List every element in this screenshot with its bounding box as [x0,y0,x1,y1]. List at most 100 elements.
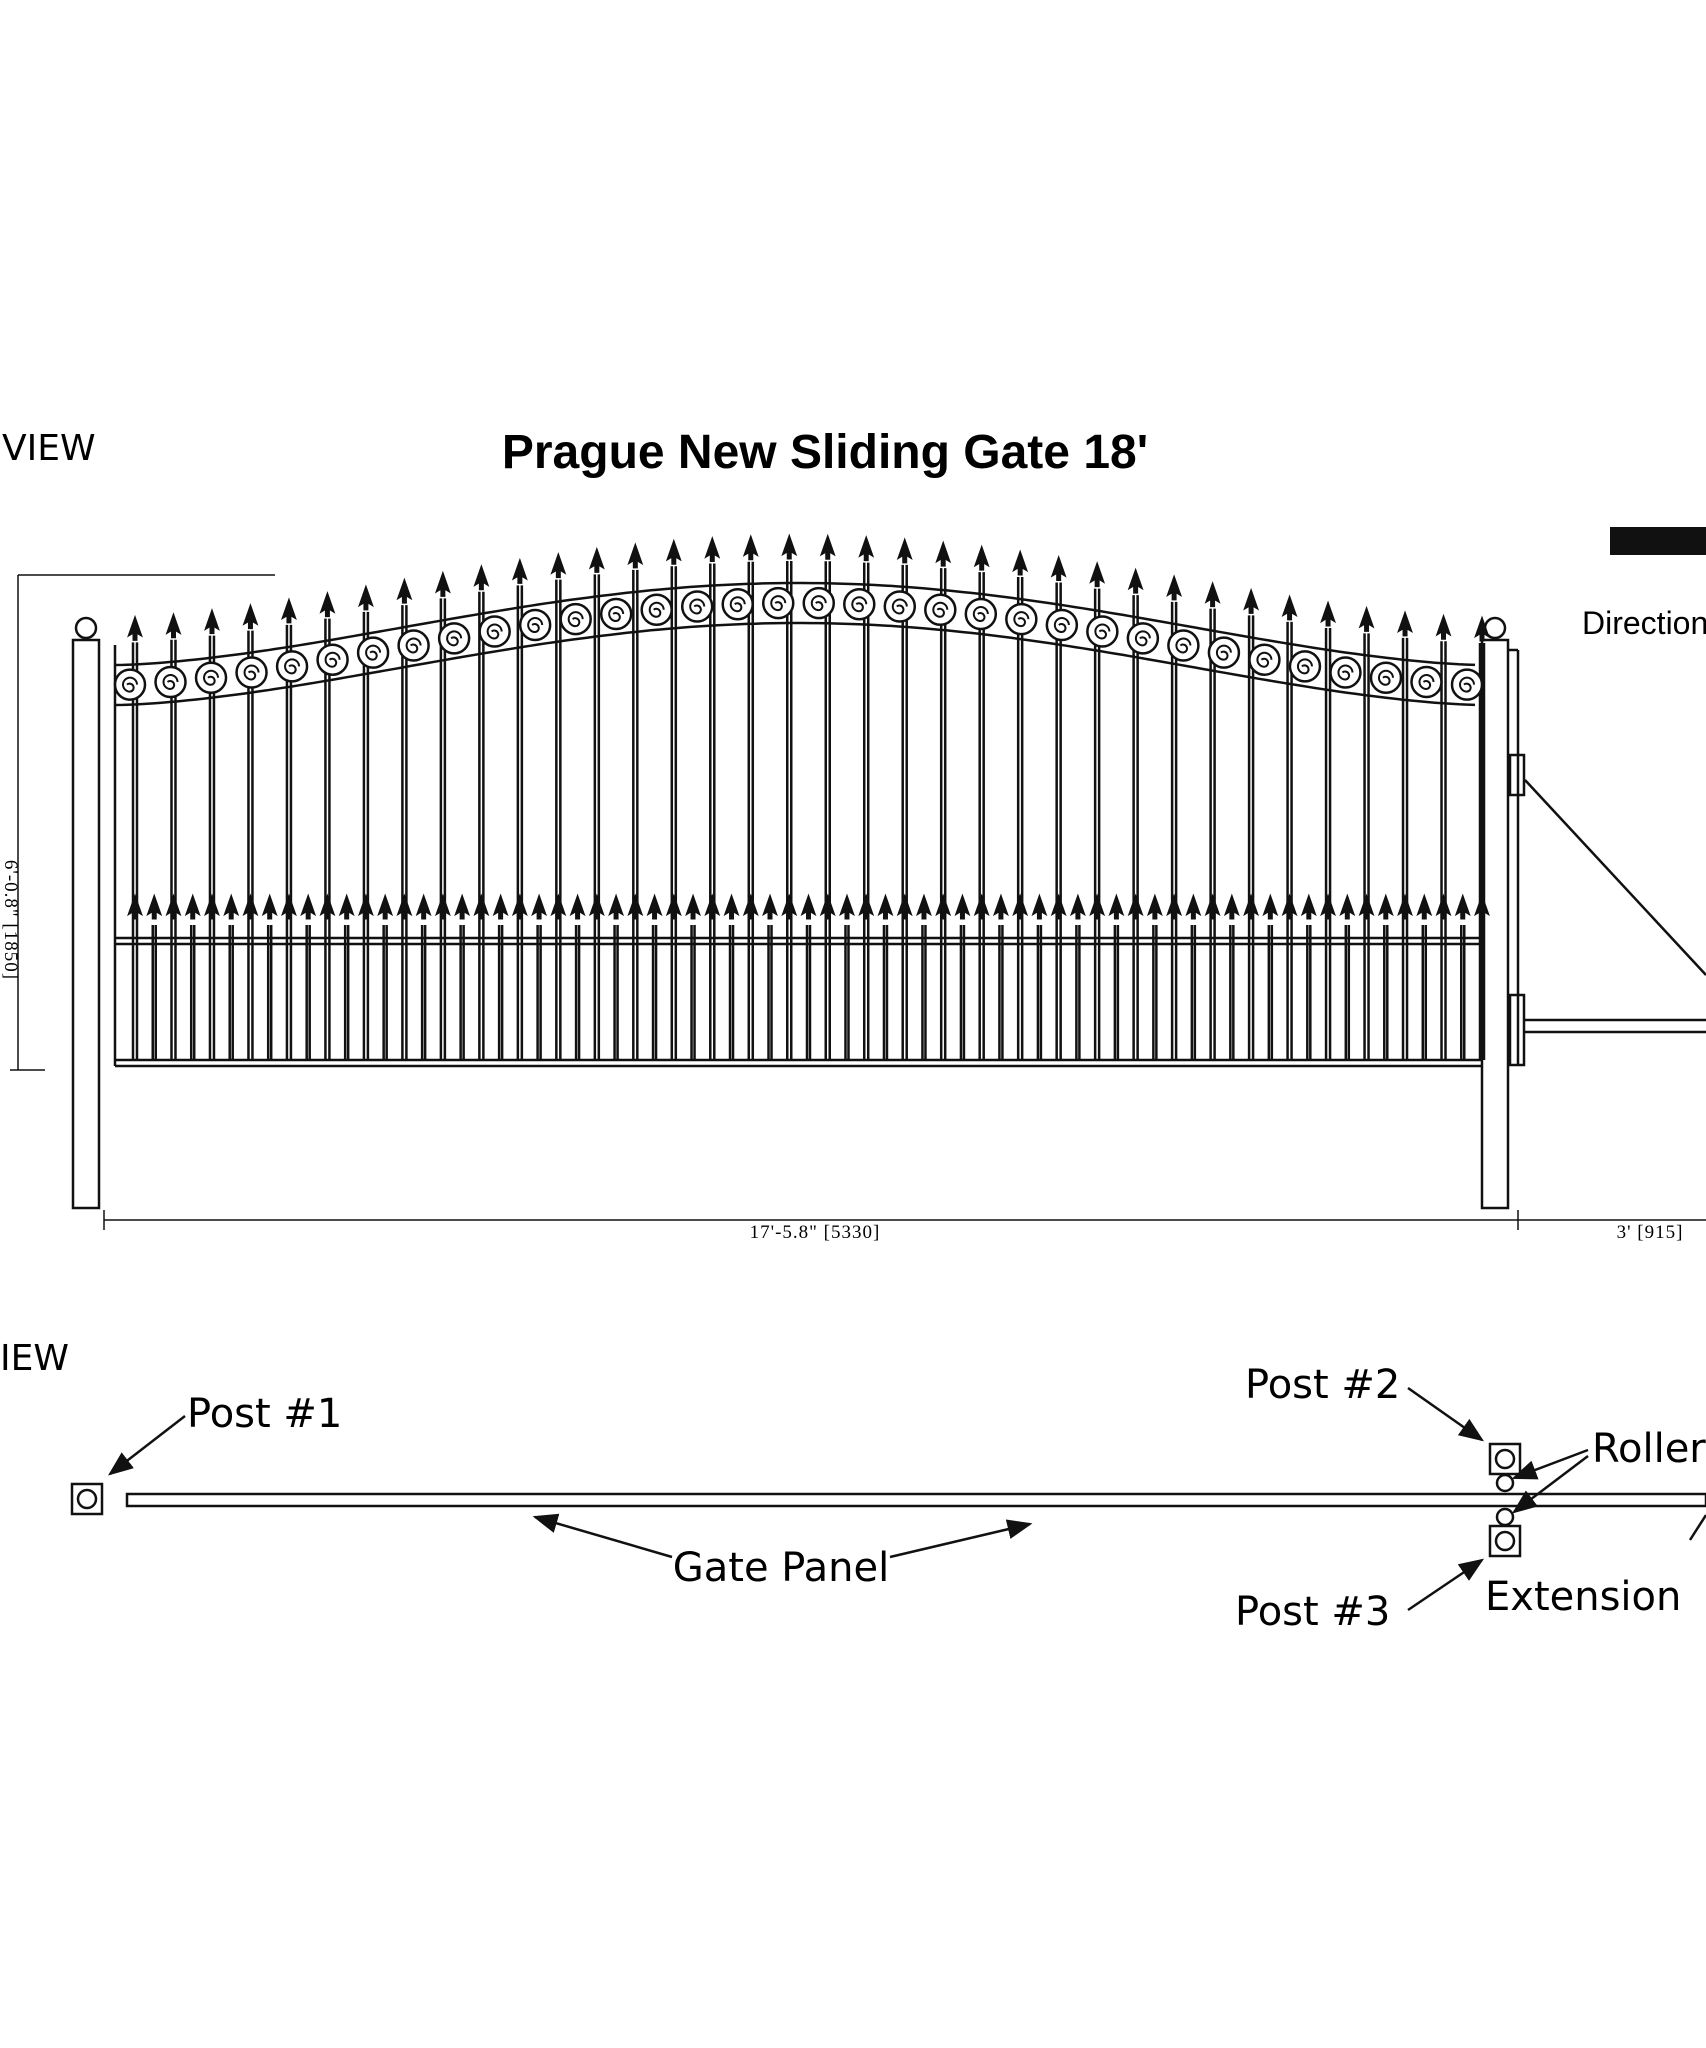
height-dimension [10,574,275,1071]
finial-icon [242,603,259,630]
direction-bar [1610,527,1706,555]
finial-icon [1050,555,1067,582]
finial-icon [1146,893,1163,920]
finial-icon [1204,581,1221,608]
finial-icon [608,893,624,920]
extension-dimension-label: 3' [915] [1617,1222,1684,1243]
plan-arrows [108,1386,1706,1612]
finial-icon [377,893,394,920]
finial-icon [819,533,836,560]
finial-icon [1416,893,1433,920]
finial-icon [1223,893,1240,920]
direction-label: Direction [1582,605,1706,641]
finial-icon [839,893,855,920]
left-post-cap [74,616,98,640]
finial-icon [357,584,374,611]
plan-view-label: IEW [0,1338,69,1379]
finial-icon [1243,893,1260,920]
finial-icon [165,612,182,639]
finial-icon [781,533,798,560]
finial-icon [896,537,913,564]
finial-icon [281,893,297,920]
finial-icon [627,893,644,920]
finial-icon [1397,893,1413,920]
finial-icon [1435,613,1452,640]
finial-icon [723,893,740,920]
finial-icon [819,893,836,920]
finial-icon [1127,567,1144,594]
finial-icon [1012,893,1029,920]
finial-icon [184,893,201,920]
finial-icon [569,893,586,920]
finial-icon [204,608,220,635]
front-view-label: VIEW [2,428,96,469]
finial-icon [588,893,605,920]
finial-icon [1281,893,1298,920]
finial-icon [1358,605,1375,632]
finial-icon [685,893,701,920]
finial-icon [1377,893,1394,920]
finial-icon [242,893,259,920]
finial-icon [781,893,798,920]
finial-icon [1012,549,1029,576]
finial-icon [1050,893,1067,920]
finial-icon [646,893,663,920]
finial-icon [665,893,682,920]
finial-icon [1262,893,1279,920]
extension-diagonal [1524,779,1706,976]
extension-label: Extension [1485,1574,1681,1620]
finial-icon [127,893,143,920]
right-post [1480,638,1510,1210]
rollers-label: Roller [1592,1426,1706,1472]
finial-icon [204,893,220,920]
finial-icon [473,564,490,591]
finial-icon [281,597,297,624]
finial-icon [858,893,875,920]
finial-icon [492,893,509,920]
finial-icon [704,536,721,563]
finial-icon [1358,893,1375,920]
finial-icon [935,540,952,567]
gate-panel-label: Gate Panel [673,1545,889,1591]
finial-icon [916,893,932,920]
finial-icon [473,893,490,920]
finial-icon [973,893,990,920]
finial-icon [127,614,143,641]
finial-icon [223,893,240,920]
finial-icon [627,542,644,569]
finial-icon [704,893,721,920]
finial-icon [357,893,374,920]
finial-icon [300,893,317,920]
roller-bottom [1495,1507,1515,1527]
roller-top [1495,1473,1515,1493]
finial-icon [1031,893,1048,920]
width-dimension [103,1210,1706,1230]
finial-icon [858,535,875,562]
finial-icon [954,893,971,920]
finial-icon [935,893,952,920]
width-dimension-label: 17'-5.8" [5330] [750,1222,881,1243]
finial-icon [1454,893,1471,920]
finial-icon [1089,893,1106,920]
finial-icon [434,570,451,597]
gate-panel-bar [125,1492,1706,1508]
gate-front-view [71,533,1706,1210]
finial-icon [742,893,759,920]
finial-icon [665,538,682,565]
finial-icon [1204,893,1221,920]
finial-icon [1281,594,1298,621]
finial-icon [319,893,336,920]
finial-icon [742,534,759,561]
finial-icon [531,893,548,920]
finial-icon [896,893,913,920]
post-1-label: Post #1 [187,1391,342,1437]
finial-icon [877,893,894,920]
finial-icon [1339,893,1356,920]
finial-icon [261,893,278,920]
finial-icon [1435,893,1452,920]
finial-icon [146,893,163,920]
finial-icon [1243,587,1260,614]
finial-icon [454,893,471,920]
finial-icon [165,893,182,920]
